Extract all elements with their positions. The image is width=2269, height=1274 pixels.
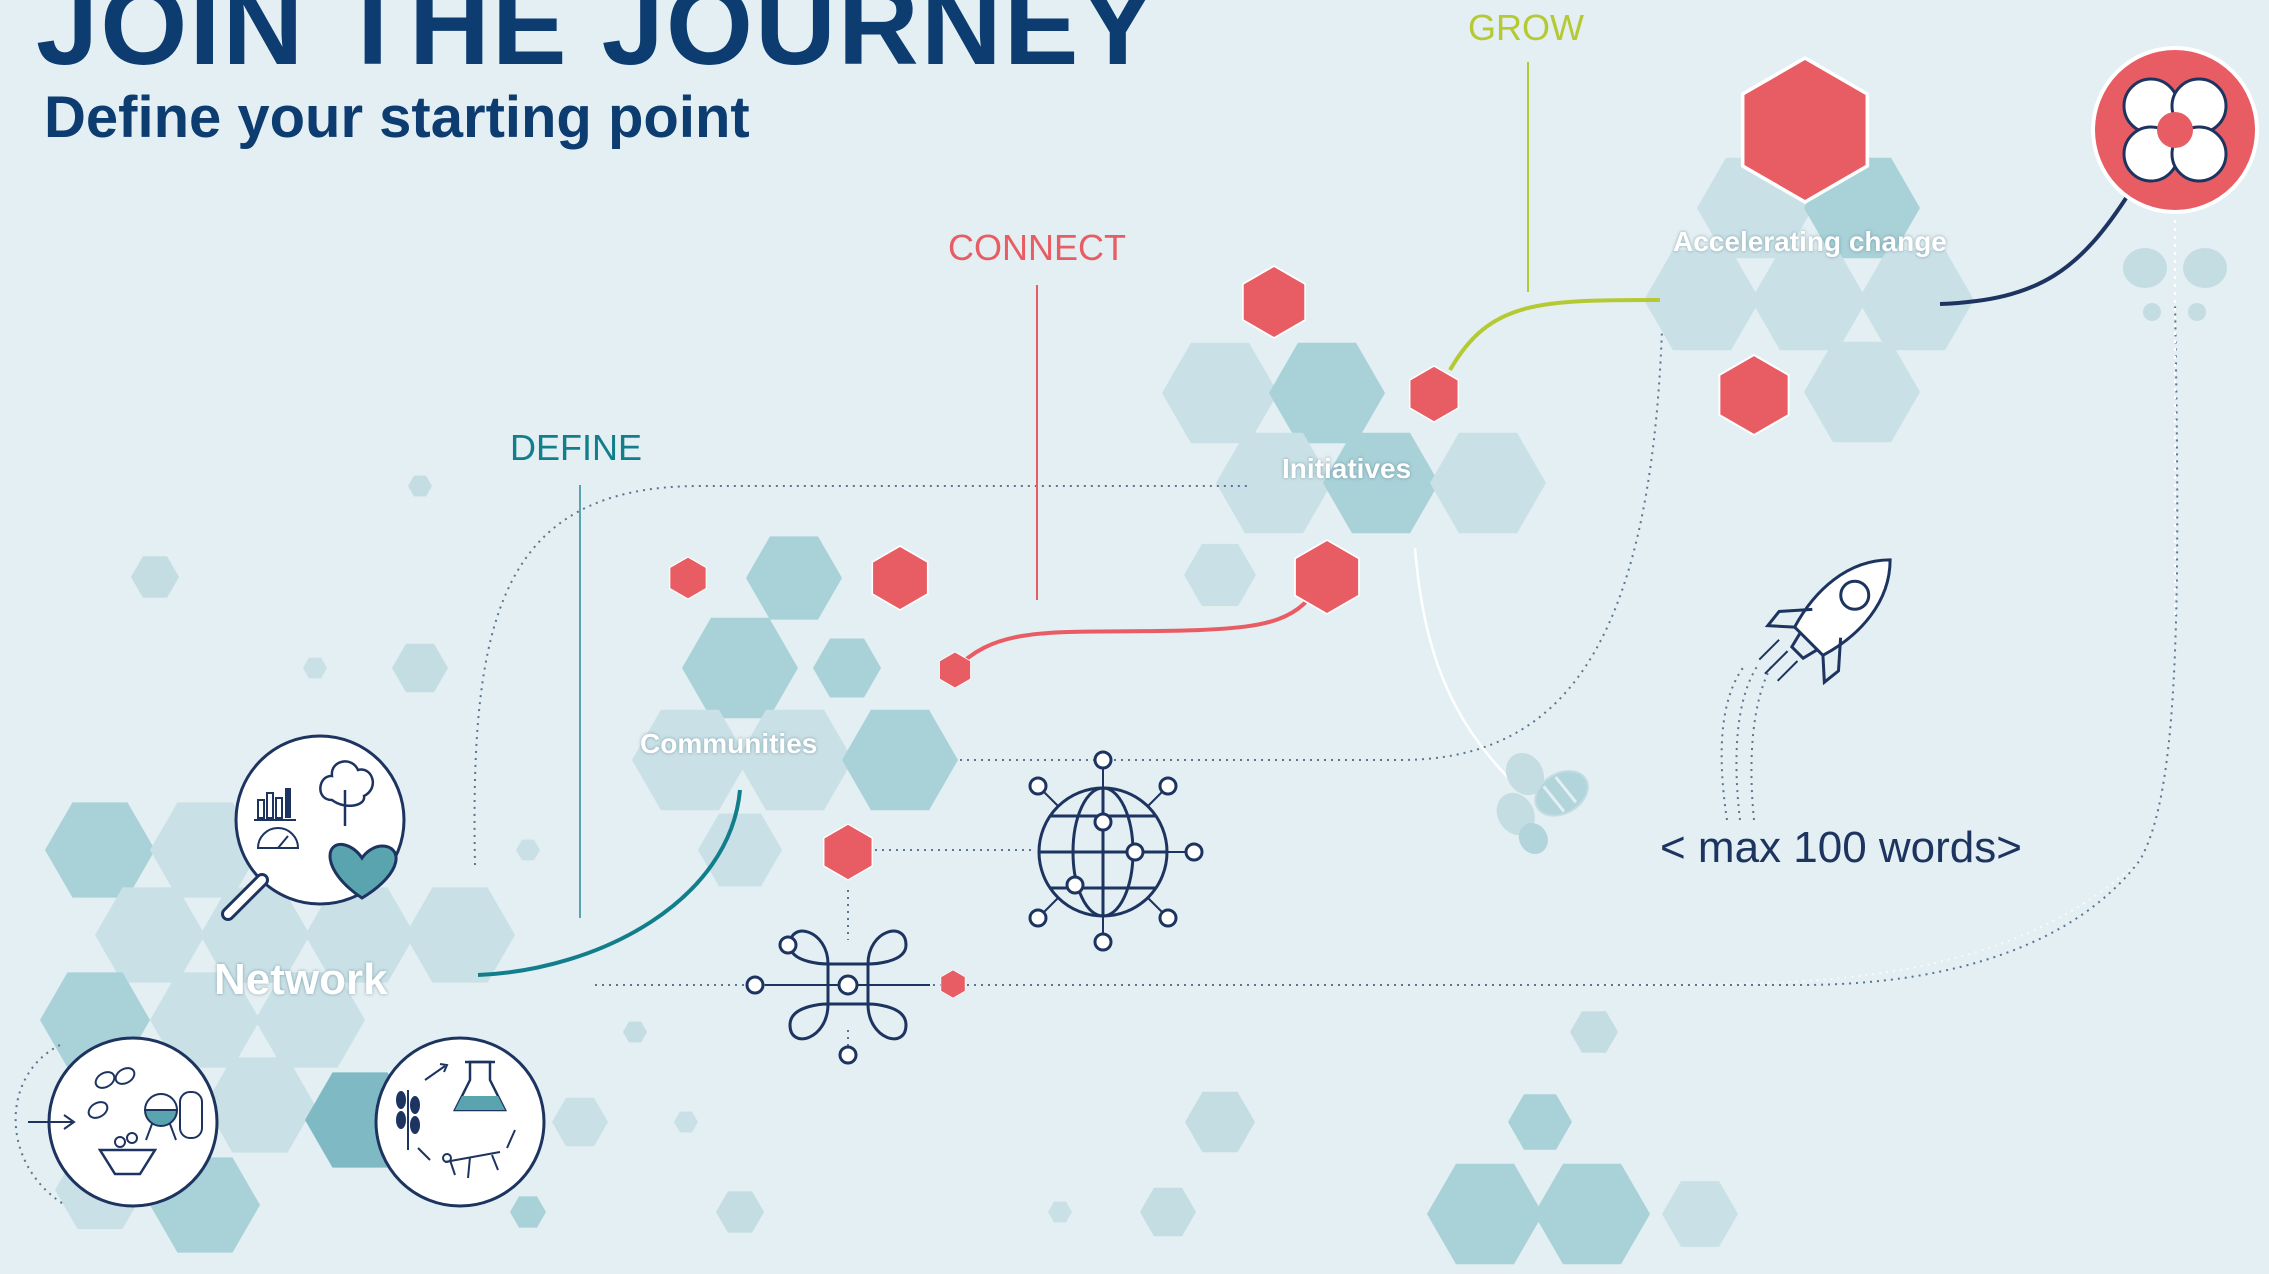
magnifier-data-icon bbox=[221, 734, 406, 921]
agriculture-lab-icon bbox=[374, 1036, 546, 1208]
white-dotted-path-2 bbox=[1599, 859, 2141, 987]
stage-label-grow: GROW bbox=[1468, 7, 1584, 48]
flower-logo-icon bbox=[2091, 46, 2259, 214]
coral-curve bbox=[953, 579, 1324, 672]
stage-label-define: DEFINE bbox=[510, 427, 643, 468]
bee-icon bbox=[1496, 752, 1589, 855]
navy-curve bbox=[1939, 190, 2132, 306]
molecule-network-icon bbox=[745, 929, 930, 1065]
white-curve bbox=[1413, 547, 1521, 791]
food-cooking-icon bbox=[28, 1036, 219, 1208]
globe-network-icon bbox=[1028, 750, 1204, 952]
node-label-accelerating: Accelerating change bbox=[1673, 226, 1947, 257]
faded-flower-icon bbox=[2123, 248, 2227, 321]
node-label-initiatives: Initiatives bbox=[1282, 453, 1412, 484]
node-label-network: Network bbox=[214, 955, 388, 1004]
stage-label-connect: CONNECT bbox=[948, 227, 1126, 268]
node-label-communities: Communities bbox=[640, 728, 818, 759]
teal-curve bbox=[477, 789, 742, 977]
page-title: JOIN THE JOURNEY bbox=[36, 0, 1158, 88]
word-count-placeholder: < max 100 words> bbox=[1660, 823, 2022, 872]
rocket-icon bbox=[1758, 558, 1892, 686]
page-subtitle: Define your starting point bbox=[44, 85, 750, 150]
lime-curve bbox=[1448, 298, 1661, 371]
